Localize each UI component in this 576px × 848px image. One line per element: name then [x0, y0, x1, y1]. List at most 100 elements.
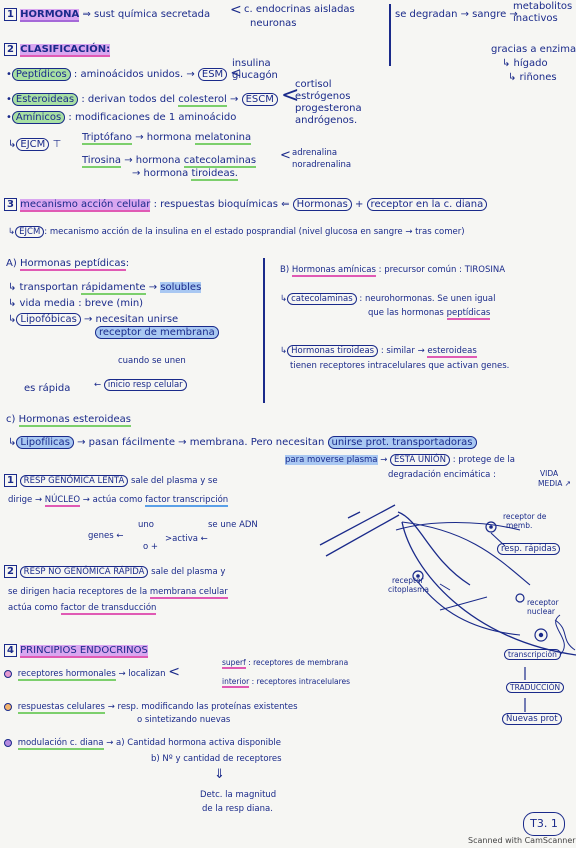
r1-line2: dirige → NÚCLEO → actúa como factor tran… [8, 495, 229, 507]
r1-nucleo: NÚCLEO [44, 495, 81, 507]
c-esta-union: ESTA UNIÓN [390, 454, 450, 466]
a-heading: A) Hormonas peptídicas: [6, 258, 130, 271]
c-title: Hormonas esteroideas [18, 414, 131, 427]
esteroideas-arrow: → [230, 94, 239, 105]
b-esteroideas: esteroideas [427, 346, 477, 358]
esteroideas-text: : derivan todos del [81, 94, 175, 105]
triptofano: Triptófano [82, 132, 133, 145]
aminicos-text: : modificaciones de 1 aminoácido [68, 112, 237, 123]
c-protege: : protege de la [452, 455, 515, 465]
r1-title: RESP GENÓMICA LENTA [19, 475, 129, 487]
melatonina: melatonina [194, 132, 252, 145]
s4-respuestas-line: respuestas celulares → resp. modificando… [4, 702, 298, 714]
a-necesitan: → necesitan unirse [84, 314, 179, 325]
scanner-footer: Scanned with CamScanner [468, 836, 576, 845]
c-label: c) [6, 414, 16, 425]
cuando-se-unen: cuando se unen [118, 356, 186, 366]
section4-number: 4 [4, 644, 17, 657]
b-peptidicas: peptídicas [446, 308, 491, 320]
r1-activa: >activa ← [165, 534, 208, 544]
esteroideas-line: •Esteroideas : derivan todos del coleste… [6, 83, 300, 108]
inicio-resp-box: ← inicio resp celular [94, 379, 187, 391]
divider-top [389, 4, 391, 66]
divider-middle [263, 258, 265, 403]
s4-modulacion-text2: b) Nº y cantidad de receptores [151, 754, 282, 764]
insulina: insulina [232, 58, 271, 69]
ej-amin-line: ↳EJCM ⊤ [8, 138, 62, 151]
section1-brace-bottom: neuronas [250, 18, 297, 29]
a-title: Hormonas peptídicas [19, 258, 126, 271]
higado: ↳ hígado [502, 58, 548, 69]
s4-interior-text: : receptores intracelulares [251, 677, 351, 686]
section3-plus: + [354, 199, 364, 210]
c-media: MEDIA ↗ [538, 479, 571, 488]
peptidicos-brace: < [230, 66, 242, 81]
section1-def: ⇒ sust química secretada [82, 9, 211, 20]
c-heading: c) Hormonas esteroideas [6, 414, 131, 427]
tirosina-arrow2: → hormona [132, 168, 189, 179]
receptor-membrana-box: receptor de membrana [95, 326, 219, 339]
diagram-receptor-memb2: memb. [506, 521, 533, 530]
a-arrow: → [148, 282, 158, 293]
diagram-resp-rapidas-box: resp. rápidas [497, 543, 561, 555]
r1-text2: dirige → [8, 495, 43, 505]
tiroideas: tiroideas. [191, 168, 238, 181]
c-para: para moverse plasma [285, 455, 378, 465]
catecol-brace: < [280, 148, 291, 163]
peptidicos-label: Peptídicos [11, 68, 71, 81]
s4-brace: < [168, 664, 180, 680]
tirosina: Tirosina [82, 155, 122, 168]
bullet-pink-icon [4, 669, 12, 678]
b-cat-text2: que las hormonas [368, 308, 444, 318]
b-tiroideas: Hormonas tiroideas [287, 345, 379, 357]
s4-localizan: → localizan [118, 669, 166, 679]
bullet-orange-icon [4, 702, 12, 711]
noradrenalina: noradrenalina [292, 160, 352, 170]
r1-text: sale del plasma y se [131, 476, 218, 486]
esteroideas-brace: < [281, 83, 300, 108]
b-text: : precursor común : TIROSINA [378, 265, 506, 275]
r2-line3: actúa como factor de transducción [8, 603, 157, 615]
b-cat-text: : neurohormonas. Se unen igual [359, 294, 496, 304]
r2-membrana: membrana celular [149, 587, 228, 599]
receptor-membrana: receptor de membrana [95, 326, 219, 339]
diagram-receptor-memb: receptor de [503, 512, 547, 521]
gracias-enzimas: gracias a enzimas [491, 44, 576, 55]
r1-o-plus: o + [143, 542, 159, 552]
r1-genes-text: genes [88, 531, 114, 541]
b-cat-line: ↳catecolaminas : neurohormonas. Se unen … [280, 293, 496, 305]
c-vida: VIDA [540, 469, 559, 478]
s4-modulacion-line: modulación c. diana → a) Cantidad hormon… [4, 738, 281, 750]
s4-superf-text: : receptores de membrana [248, 658, 349, 667]
c-line1: ↳Lipofílicas → pasan fácilmente → membra… [8, 436, 477, 449]
c-unirse-prot: unirse prot. transportadoras [327, 436, 477, 449]
a-line1: ↳ transportan rápidamente → solubles [8, 282, 202, 295]
r1-activa-text: activa [172, 534, 198, 544]
b-label: B) [280, 265, 290, 275]
receptor-box: receptor en la c. diana [366, 198, 488, 211]
diagram-traduccion: TRADUCCIÓN [506, 682, 565, 693]
diagram-resp-rapidas: resp. rápidas [497, 543, 561, 555]
section3-text: : respuestas bioquímicas ⇐ [153, 199, 290, 210]
section1-brace-top: c. endocrinas aisladas [244, 4, 355, 15]
diagram-receptor-cito2: citoplasma [388, 585, 429, 594]
s4-superf-line: superf : receptores de membrana [222, 658, 349, 669]
section1-number: 1 [4, 8, 17, 21]
section2-number: 2 [4, 43, 17, 56]
peptidicos-line: •Peptídicos : aminoácidos unidos. → ESM … [6, 66, 242, 81]
lipofobicas-box: Lipofóbicas [16, 313, 81, 326]
s4-interior: interior [222, 677, 250, 688]
c-degradacion: degradación encimática : [388, 470, 496, 480]
s4-detc2: de la resp diana. [202, 804, 273, 814]
r2-line2: se dirigen hacia receptores de la membra… [8, 587, 228, 599]
diagram-receptor-nuc: receptor [527, 598, 559, 607]
triptofano-arrow: → hormona [135, 132, 192, 143]
glucagon: glucagón [232, 70, 278, 81]
aminicos-label: Amínicos [11, 111, 66, 124]
r1-factor: factor transcripción [145, 495, 229, 507]
section1-title: HORMONA [20, 9, 80, 22]
degradation-text: se degradan → sangre → [395, 9, 518, 20]
section2-title: CLASIFICACIÓN: [20, 44, 111, 57]
inactivos: inactivos [513, 13, 558, 24]
